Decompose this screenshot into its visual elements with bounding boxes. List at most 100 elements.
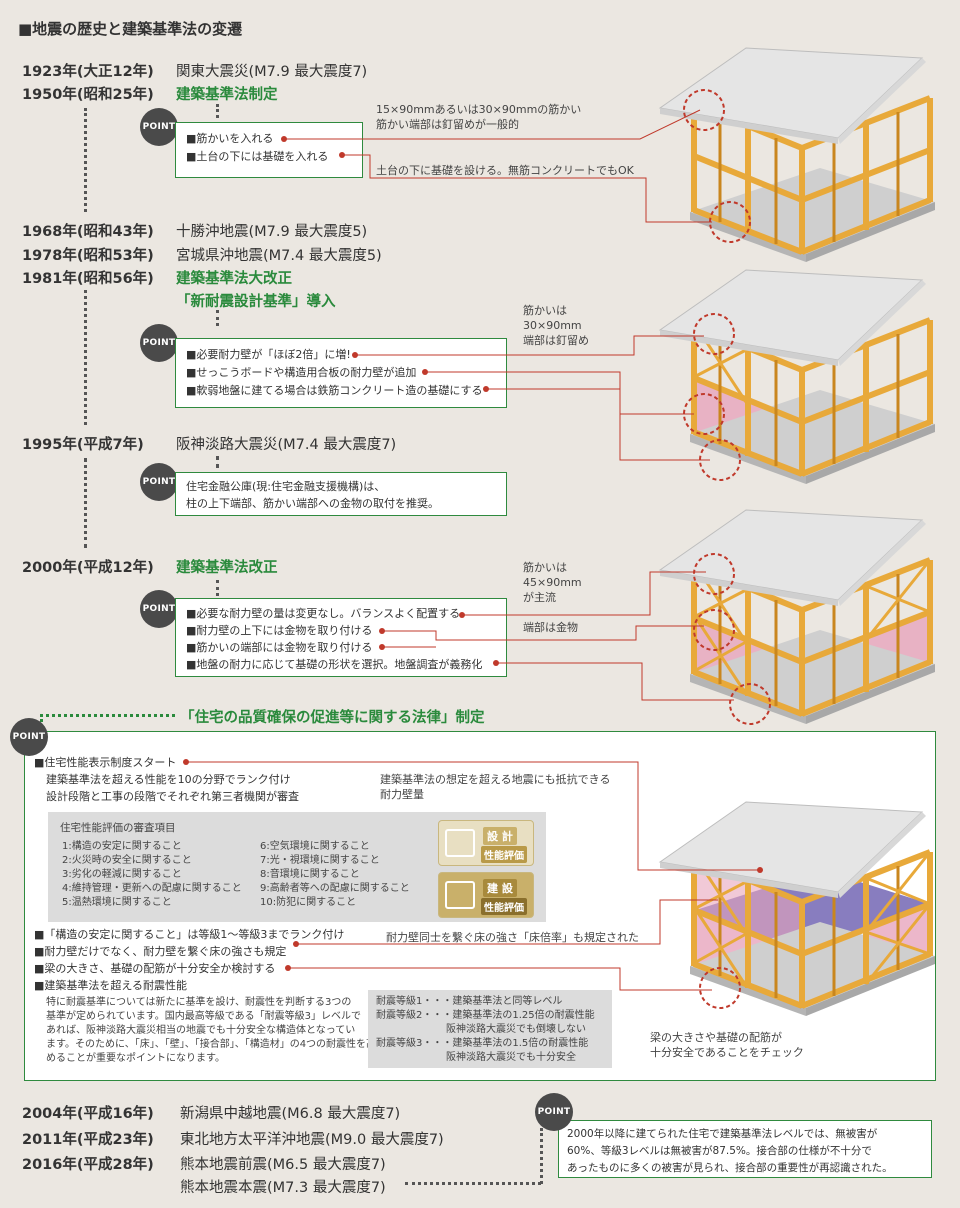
point-badge: POINT <box>140 463 178 501</box>
review-item: 10:防犯に関すること <box>260 897 357 908</box>
point-badge: POINT <box>140 324 178 362</box>
cert-label: 建 設 <box>483 879 517 897</box>
point1-box: ■筋かいを入れる ■土台の下には基礎を入れる <box>175 122 363 178</box>
point-badge: POINT <box>140 590 178 628</box>
point5-note: 耐力壁量 <box>380 788 424 801</box>
point2-note: 筋かいは <box>523 304 567 317</box>
event-quality-law: 「住宅の品質確保の促進等に関する法律」制定 <box>180 710 485 726</box>
point4-item: ■地盤の耐力に応じて基礎の形状を選択。地盤調査が義務化 <box>186 658 483 671</box>
event-1981-sub: 「新耐震設計基準」導入 <box>176 294 336 310</box>
year-1995: 1995年(平成7年) <box>22 437 144 453</box>
grade-box: 耐震等級1・・・建築基準法と同等レベル 耐震等級2・・・建築基準法の1.25倍の… <box>368 990 612 1068</box>
point5-item: ■建築基準法を超える耐震性能 <box>34 979 188 992</box>
law-connector <box>40 714 43 728</box>
review-item: 3:劣化の軽減に関すること <box>62 869 182 880</box>
point-connector <box>216 310 219 326</box>
grade-line: 耐震等級3・・・建築基準法の1.5倍の耐震性能 <box>376 1038 589 1049</box>
point-badge: POINT <box>10 718 48 756</box>
year-1950: 1950年(昭和25年) <box>22 87 154 103</box>
house-frame-2000 <box>659 509 935 724</box>
year-2011: 2011年(平成23年) <box>22 1132 154 1148</box>
point1-note: 土台の下に基礎を設ける。無筋コンクリートでもOK <box>376 164 634 177</box>
event-2016-fore: 熊本地震前震(M6.5 最大震度7) <box>180 1157 386 1173</box>
event-1968: 十勝沖地震(M7.9 最大震度5) <box>176 224 368 240</box>
timeline-connector <box>84 290 87 425</box>
year-1978: 1978年(昭和53年) <box>22 248 154 264</box>
point4-note: が主流 <box>523 591 556 604</box>
point4-note: 端部は金物 <box>523 621 578 634</box>
point4-item: ■必要な耐力壁の量は変更なし。バランスよく配置する <box>186 607 461 620</box>
point6-line: 60%、等級3レベルは無被害が87.5%。接合部の仕様が不十分で <box>567 1145 872 1157</box>
point5-item: ■住宅性能表示制度スタート <box>34 756 177 769</box>
paragraph-line: あれば、阪神淡路大震災相当の地震でも十分安全な構造体となってい <box>46 1025 356 1036</box>
paragraph-line: ます。そのために、「床」、「壁」、「接合部」、「構造材」の4つの耐震性を高 <box>46 1039 377 1050</box>
point2-note: 端部は釘留め <box>523 334 589 347</box>
review-item: 9:高齢者等への配慮に関すること <box>260 883 410 894</box>
paragraph-line: 特に耐震基準については新たに基準を設け、耐震性を判断する3つの <box>46 997 352 1008</box>
grade-line: 耐震等級2・・・建築基準法の1.25倍の耐震性能 <box>376 1010 595 1021</box>
year-1923: 1923年(大正12年) <box>22 64 154 80</box>
event-1978: 宮城県沖地震(M7.4 最大震度5) <box>176 248 382 264</box>
year-2004: 2004年(平成16年) <box>22 1106 154 1122</box>
point3-line: 柱の上下端部、筋かい端部への金物の取付を推奨。 <box>186 497 439 510</box>
year-2016: 2016年(平成28年) <box>22 1157 154 1173</box>
point-connector <box>216 580 219 596</box>
point-badge: POINT <box>140 108 178 146</box>
point5-item: 設計段階と工事の段階でそれぞれ第三者機関が審査 <box>46 790 299 803</box>
event-2016-main: 熊本地震本震(M7.3 最大震度7) <box>180 1180 386 1196</box>
event-1923: 関東大震災(M7.9 最大震度7) <box>176 64 368 80</box>
point2-item: ■せっこうボードや構造用合板の耐力壁が追加 <box>186 366 417 379</box>
year-2000: 2000年(平成12年) <box>22 560 154 576</box>
review-item: 4:維持管理・更新への配慮に関すること <box>62 883 242 894</box>
review-item: 2:火災時の安全に関すること <box>62 855 192 866</box>
review-item: 8:音環境に関すること <box>260 869 360 880</box>
house-frame-1950 <box>659 47 935 262</box>
house-icon <box>445 881 475 909</box>
review-item: 6:空気環境に関すること <box>260 841 370 852</box>
point1-item: ■土台の下には基礎を入れる <box>186 150 329 163</box>
point3-box: 住宅金融公庫(現:住宅金融支援機構)は、 柱の上下端部、筋かい端部への金物の取付… <box>175 472 507 516</box>
house-plan-icon <box>445 829 475 857</box>
point1-note: 筋かい端部は釘留めが一般的 <box>376 118 519 131</box>
house-frame-quality-law <box>659 801 935 1016</box>
point5-note: 建築基準法の想定を超える地震にも抵抗できる <box>380 773 611 786</box>
cert-sub: 性能評価 <box>481 846 527 863</box>
review-title: 住宅性能評価の審査項目 <box>60 822 176 834</box>
point5-item: ■耐力壁だけでなく、耐力壁を繋ぐ床の強さも規定 <box>34 945 287 958</box>
review-box: 住宅性能評価の審査項目 1:構造の安定に関すること 2:火災時の安全に関すること… <box>48 812 546 922</box>
point4-box: ■必要な耐力壁の量は変更なし。バランスよく配置する ■耐力壁の上下には金物を取り… <box>175 598 507 677</box>
review-item: 7:光・視環境に関すること <box>260 855 380 866</box>
event-2004: 新潟県中越地震(M6.8 最大震度7) <box>180 1106 401 1122</box>
paragraph-line: 基準が定められています。国内最高等級である「耐震等級3」レベルで <box>46 1011 361 1022</box>
point6-line: 2000年以降に建てられた住宅で建築基準法レベルでは、無被害が <box>567 1128 878 1140</box>
point1-item: ■筋かいを入れる <box>186 132 274 145</box>
point6-line: あったものに多くの被害が見られ、接合部の重要性が再認識された。 <box>567 1162 893 1174</box>
point2-box: ■必要耐力壁が「ほぼ2倍」に増! ■せっこうボードや構造用合板の耐力壁が追加 ■… <box>175 338 507 408</box>
point1-note: 15×90mmあるいは30×90mmの筋かい <box>376 103 582 116</box>
point5-note: 十分安全であることをチェック <box>650 1046 804 1059</box>
point4-item: ■筋かいの端部には金物を取り付ける <box>186 641 373 654</box>
event-1995: 阪神淡路大震災(M7.4 最大震度7) <box>176 437 397 453</box>
page-title: ■地震の歴史と建築基準法の変遷 <box>18 20 243 38</box>
cert-label: 設 計 <box>483 827 517 845</box>
year-1968: 1968年(昭和43年) <box>22 224 154 240</box>
paragraph-line: めることが重要なポイントになります。 <box>46 1053 225 1064</box>
law-connector <box>40 714 175 717</box>
point4-note: 45×90mm <box>523 576 582 589</box>
point2-item: ■必要耐力壁が「ほぼ2倍」に増! <box>186 348 351 361</box>
event-1981: 建築基準法大改正 <box>176 271 292 287</box>
design-cert-badge: 設 計 性能評価 <box>438 820 534 866</box>
cert-sub: 性能評価 <box>481 898 527 915</box>
point-connector <box>405 1182 541 1185</box>
point5-item: 建築基準法を超える性能を10の分野でランク付け <box>46 773 291 786</box>
point5-note: 耐力壁同士を繋ぐ床の強さ「床倍率」も規定された <box>386 931 639 944</box>
point2-note: 30×90mm <box>523 319 582 332</box>
event-2000: 建築基準法改正 <box>176 560 278 576</box>
grade-line: 耐震等級1・・・建築基準法と同等レベル <box>376 996 563 1007</box>
point5-item: ■梁の大きさ、基礎の配筋が十分安全か検討する <box>34 962 276 975</box>
event-2011: 東北地方太平洋沖地震(M9.0 最大震度7) <box>180 1132 444 1148</box>
point4-item: ■耐力壁の上下には金物を取り付ける <box>186 624 373 637</box>
timeline-connector <box>84 458 87 548</box>
timeline-connector <box>84 108 87 212</box>
point6-box: 2000年以降に建てられた住宅で建築基準法レベルでは、無被害が 60%、等級3レ… <box>558 1120 932 1178</box>
